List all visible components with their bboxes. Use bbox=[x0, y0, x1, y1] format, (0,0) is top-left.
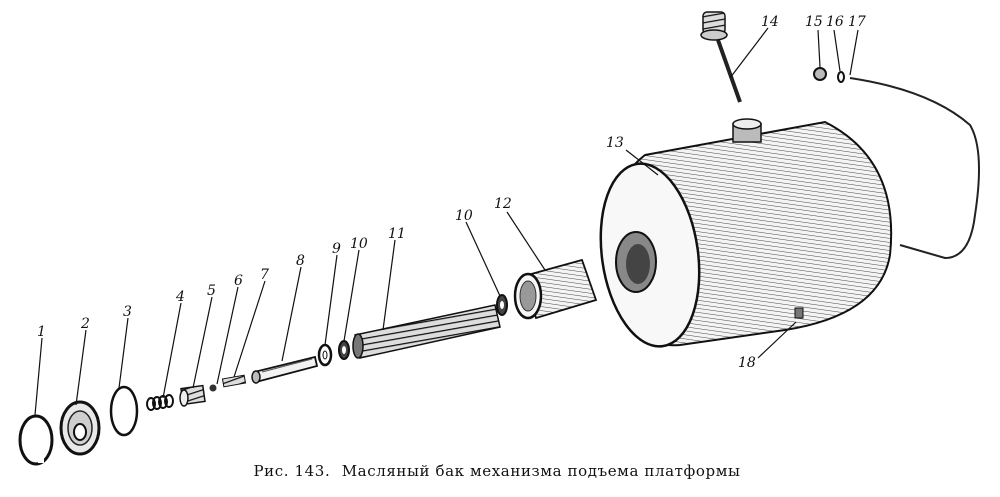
part-1-snap-ring bbox=[18, 414, 54, 466]
part-3-sealing-ring bbox=[109, 385, 139, 437]
label-part-11: 11 bbox=[388, 226, 406, 242]
label-part-10-second: 10 bbox=[455, 208, 473, 224]
part-9-washer bbox=[317, 343, 333, 367]
label-part-12: 12 bbox=[494, 196, 512, 212]
figure-caption: Рис. 143. Масляный бак механизма подъема… bbox=[0, 462, 1000, 480]
label-part-3: 3 bbox=[123, 304, 132, 320]
label-part-15: 15 bbox=[805, 14, 823, 30]
part-17-breather-tube bbox=[849, 77, 980, 260]
label-part-16: 16 bbox=[826, 14, 844, 30]
label-part-8: 8 bbox=[296, 253, 305, 269]
part-6-ball bbox=[209, 384, 217, 392]
label-part-6: 6 bbox=[234, 273, 243, 289]
part-11-filter-element bbox=[352, 304, 501, 359]
part-labels: 1 2 3 4 5 6 7 8 9 10 11 10 12 13 14 15 1… bbox=[37, 14, 866, 371]
part-15-nut bbox=[813, 67, 827, 81]
label-part-7: 7 bbox=[260, 267, 269, 283]
part-16-washer-small bbox=[837, 71, 845, 83]
label-part-9: 9 bbox=[332, 241, 341, 257]
label-part-4: 4 bbox=[175, 289, 185, 305]
label-part-18: 18 bbox=[738, 355, 756, 371]
part-7-spring-thin bbox=[221, 374, 247, 388]
label-part-5: 5 bbox=[207, 283, 216, 299]
caption-text: Масляный бак механизма подъема платформы bbox=[341, 462, 741, 480]
label-part-2: 2 bbox=[80, 316, 90, 332]
part-2-cap bbox=[59, 400, 101, 456]
part-13-oil-tank bbox=[599, 118, 893, 348]
caption-prefix: Рис. 143. bbox=[253, 462, 331, 480]
part-4-spring bbox=[146, 394, 174, 411]
label-part-14: 14 bbox=[761, 14, 779, 30]
part-10-gasket-second bbox=[496, 294, 508, 316]
part-8-tube bbox=[251, 355, 319, 384]
part-10-gasket bbox=[338, 340, 350, 360]
part-12-filter-sleeve bbox=[513, 258, 598, 320]
label-part-13: 13 bbox=[606, 135, 624, 151]
leader-lines bbox=[34, 27, 859, 416]
label-part-1: 1 bbox=[37, 324, 46, 340]
label-part-17: 17 bbox=[848, 14, 866, 30]
part-14-dipstick bbox=[700, 11, 742, 103]
part-5-bushing bbox=[179, 384, 206, 407]
label-part-10: 10 bbox=[350, 236, 368, 252]
